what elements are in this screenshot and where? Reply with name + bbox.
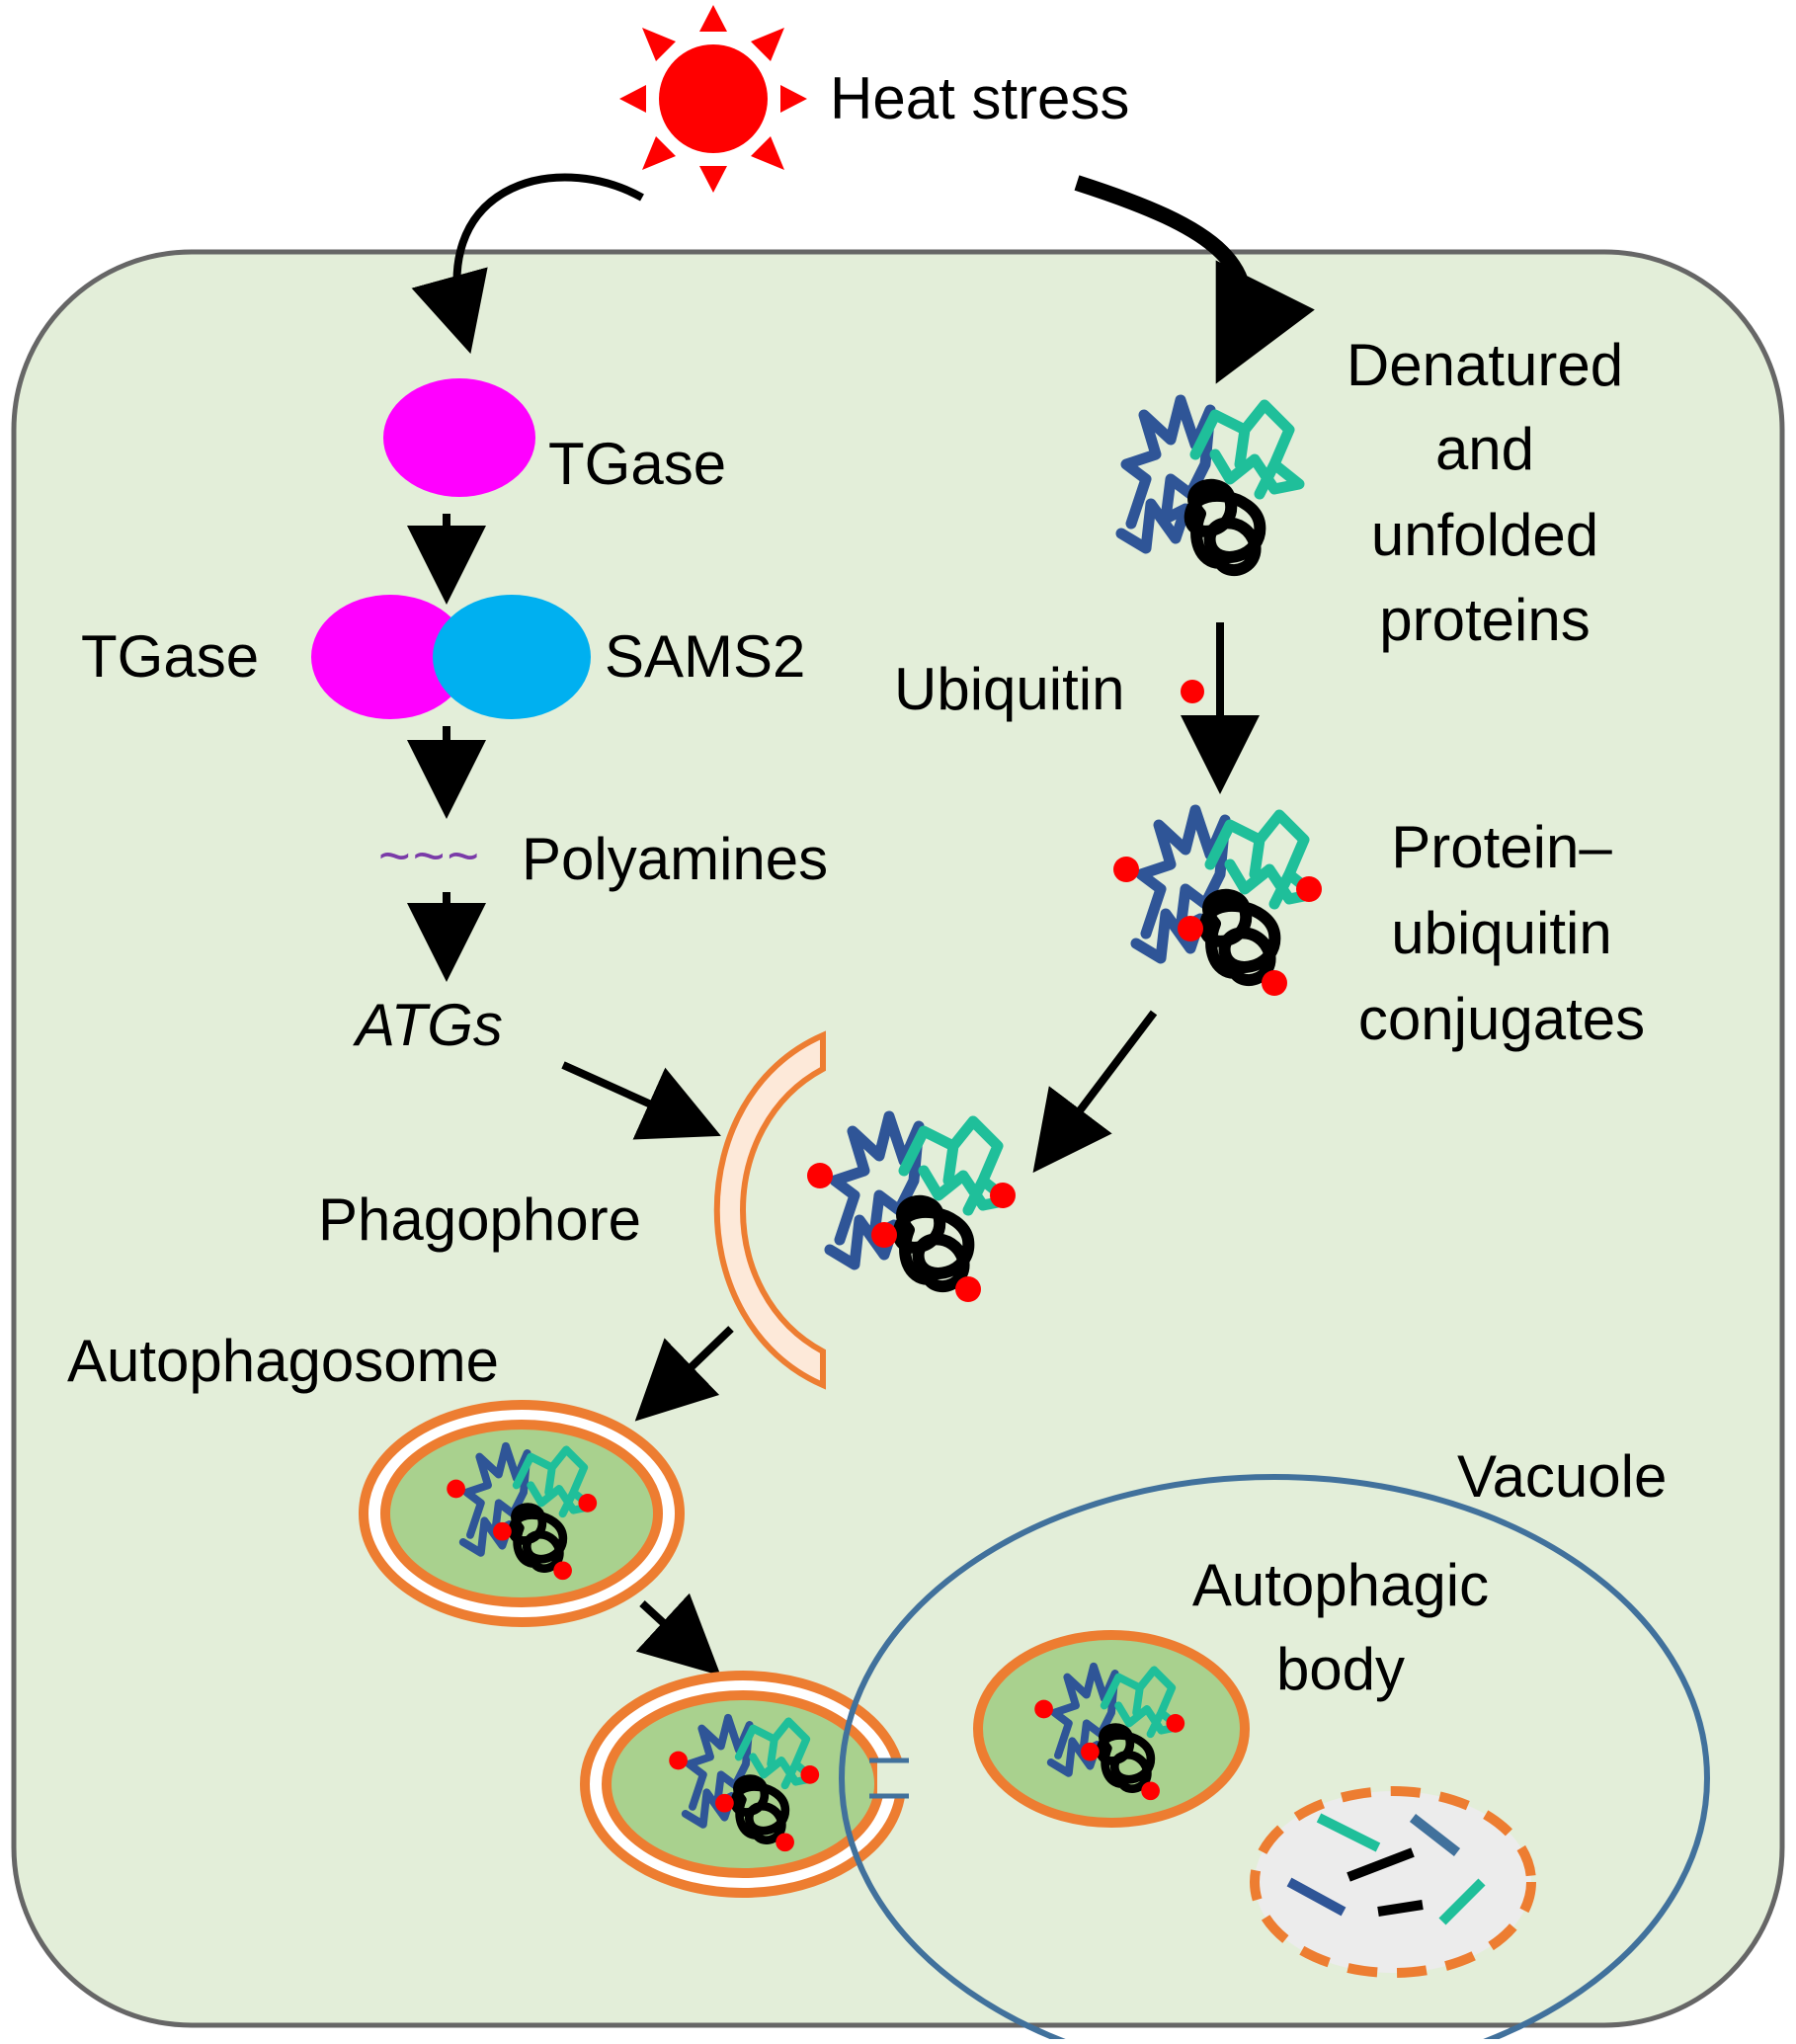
autophagic-body <box>973 1630 1250 1828</box>
vacuole-membrane <box>839 1474 1710 2044</box>
vacuole-label: Vacuole <box>1457 1443 1667 1510</box>
autophagosome <box>359 1400 685 1627</box>
arrow-conjugates-to-phagophore <box>1032 1010 1158 1174</box>
phagophore-membrane <box>713 1030 826 1390</box>
tgase-label-top: TGase <box>548 431 726 497</box>
tgase-label-left: TGase <box>81 623 259 690</box>
arrow-heat-to-tgase <box>411 173 644 355</box>
arrow-heat-to-proteins <box>1074 175 1315 384</box>
sams2-ellipse <box>433 595 591 719</box>
conjugates-label-1: Protein– <box>1391 814 1612 880</box>
denatured-label-3: unfolded <box>1371 502 1598 568</box>
sun-icon <box>619 5 807 193</box>
denatured-label-2: and <box>1435 416 1534 482</box>
ubiquitin-label: Ubiquitin <box>894 656 1124 722</box>
phagophore-label: Phagophore <box>318 1186 641 1253</box>
arrow-autophagosome-to-fusion <box>635 1593 721 1676</box>
conjugates-label-2: ubiquitin <box>1391 900 1612 966</box>
degraded-body <box>1250 1786 1536 1978</box>
sams2-label: SAMS2 <box>605 623 805 690</box>
denatured-label-1: Denatured <box>1347 332 1623 398</box>
polyamine-wave-icon: ~~~ <box>378 824 481 886</box>
arrow-phagophore-to-autophagosome <box>634 1326 734 1422</box>
conjugates-label-3: conjugates <box>1358 986 1645 1052</box>
autophagosome-label: Autophagosome <box>67 1328 499 1394</box>
tgase-complex-ellipse <box>311 595 469 719</box>
ubiquitin-dot-icon <box>1181 680 1204 703</box>
tgase-ellipse <box>383 378 535 497</box>
arrow-atgs-to-phagophore <box>561 1061 721 1140</box>
polyamines-label: Polyamines <box>522 826 828 892</box>
autophagic-body-label-1: Autophagic <box>1192 1552 1489 1618</box>
fusion-gap <box>877 1758 907 1798</box>
heat-stress-label: Heat stress <box>830 65 1129 131</box>
atgs-label: ATGs <box>353 992 503 1058</box>
autophagic-body-label-2: body <box>1276 1636 1405 1702</box>
denatured-label-4: proteins <box>1379 587 1590 653</box>
